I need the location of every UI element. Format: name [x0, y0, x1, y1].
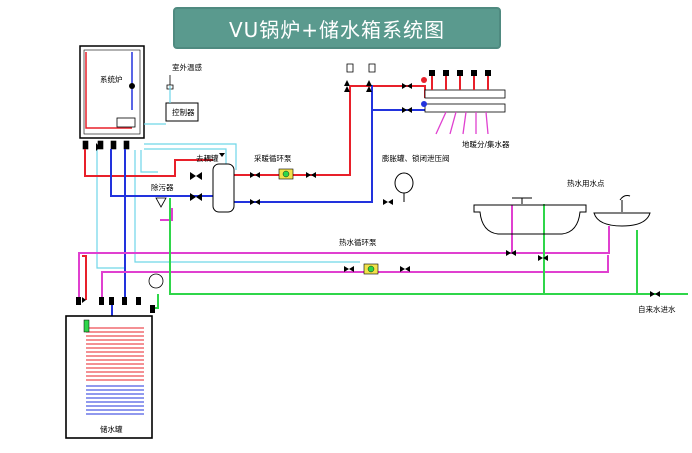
deaerator-vent-icon — [219, 153, 225, 157]
boiler-pump-icon — [129, 83, 135, 89]
outdoor-sensor-icon — [166, 75, 174, 90]
air-vent-icons — [346, 63, 376, 73]
dhw-expansion-vessel — [148, 273, 164, 289]
storage-tank-coils — [86, 327, 144, 415]
boiler-body — [79, 45, 145, 139]
tank-sensor-icon — [83, 319, 90, 333]
boiler-internal-supply — [85, 52, 132, 129]
hot-water-point-label: 热水用水点 — [567, 178, 605, 188]
deaerator-label: 去耦罐 — [196, 153, 219, 163]
floor-manifold-label: 地暖分/集水器 — [462, 139, 510, 149]
expansion-tank — [394, 172, 414, 194]
aux-wiring — [96, 86, 360, 269]
bathtub-icon — [473, 197, 587, 235]
hot-water-pump-icon — [363, 263, 379, 275]
controller-label: 控制器 — [172, 107, 195, 117]
expansion-tank-label: 膨胀罐、锁闭泄压阀 — [382, 153, 450, 163]
boiler-connectors — [82, 140, 130, 150]
storage-tank-body — [65, 315, 153, 439]
dirt-filter-icon — [155, 197, 167, 208]
storage-tank-label: 储水罐 — [100, 424, 123, 434]
boiler-inner — [83, 49, 141, 135]
heating-pump-label: 采暖循环泵 — [254, 153, 292, 163]
diagram-title: VU锅炉+储水箱系统图 — [228, 17, 446, 42]
tap-water-label: 自来水进水 — [638, 304, 676, 314]
hot-water-pump-label: 热水循环泵 — [339, 237, 377, 247]
boiler-valve-icon — [116, 117, 136, 128]
title-banner: VU锅炉+储水箱系统图 — [173, 7, 501, 49]
outdoor-sensor-label: 室外温感 — [172, 62, 202, 72]
controller-box — [165, 102, 199, 122]
dirt-filter-label: 除污器 — [151, 182, 174, 192]
tank-connectors — [76, 297, 155, 313]
boiler-label: 系统炉 — [100, 74, 123, 84]
sink-icon — [593, 195, 651, 227]
cold-water-lines — [152, 198, 688, 309]
floor-manifold — [421, 70, 506, 135]
deaerator-tank — [212, 163, 235, 213]
heating-pump-icon — [278, 168, 294, 180]
hot-water-lines — [78, 205, 610, 305]
valve-icons — [82, 80, 660, 303]
